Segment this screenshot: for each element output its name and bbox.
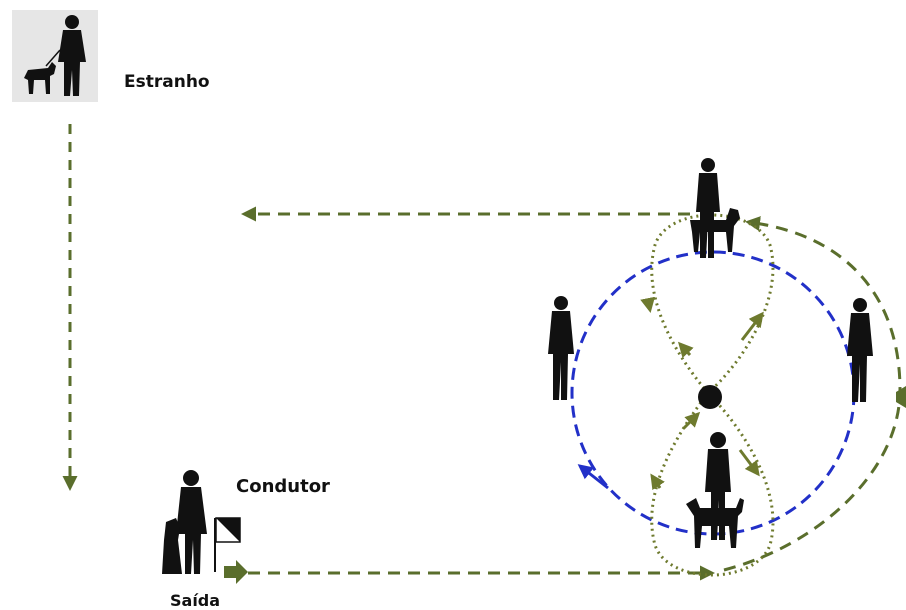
exit-label: Saída bbox=[170, 591, 221, 610]
route-outer-arc bbox=[723, 216, 902, 572]
handler-label: Condutor bbox=[236, 476, 330, 497]
right-edge-arrow-icon bbox=[896, 386, 906, 408]
circle-direction-arrow bbox=[577, 464, 609, 490]
standing-person-icon bbox=[548, 296, 574, 400]
start-arrow-icon bbox=[224, 560, 248, 584]
dog-icon bbox=[686, 498, 744, 548]
dog-icon bbox=[690, 208, 740, 252]
standing-person-icon bbox=[847, 298, 873, 402]
stranger-with-dog-icon bbox=[12, 10, 98, 102]
top-person-with-dog bbox=[690, 158, 740, 258]
checkered-flag-icon bbox=[214, 517, 241, 572]
stranger-label: Estranho bbox=[124, 72, 210, 92]
bottom-person-with-dog bbox=[686, 432, 744, 548]
handler-with-sitting-dog-icon bbox=[162, 470, 207, 574]
center-point-icon bbox=[698, 385, 722, 409]
figure-eight-arrows bbox=[640, 296, 764, 491]
